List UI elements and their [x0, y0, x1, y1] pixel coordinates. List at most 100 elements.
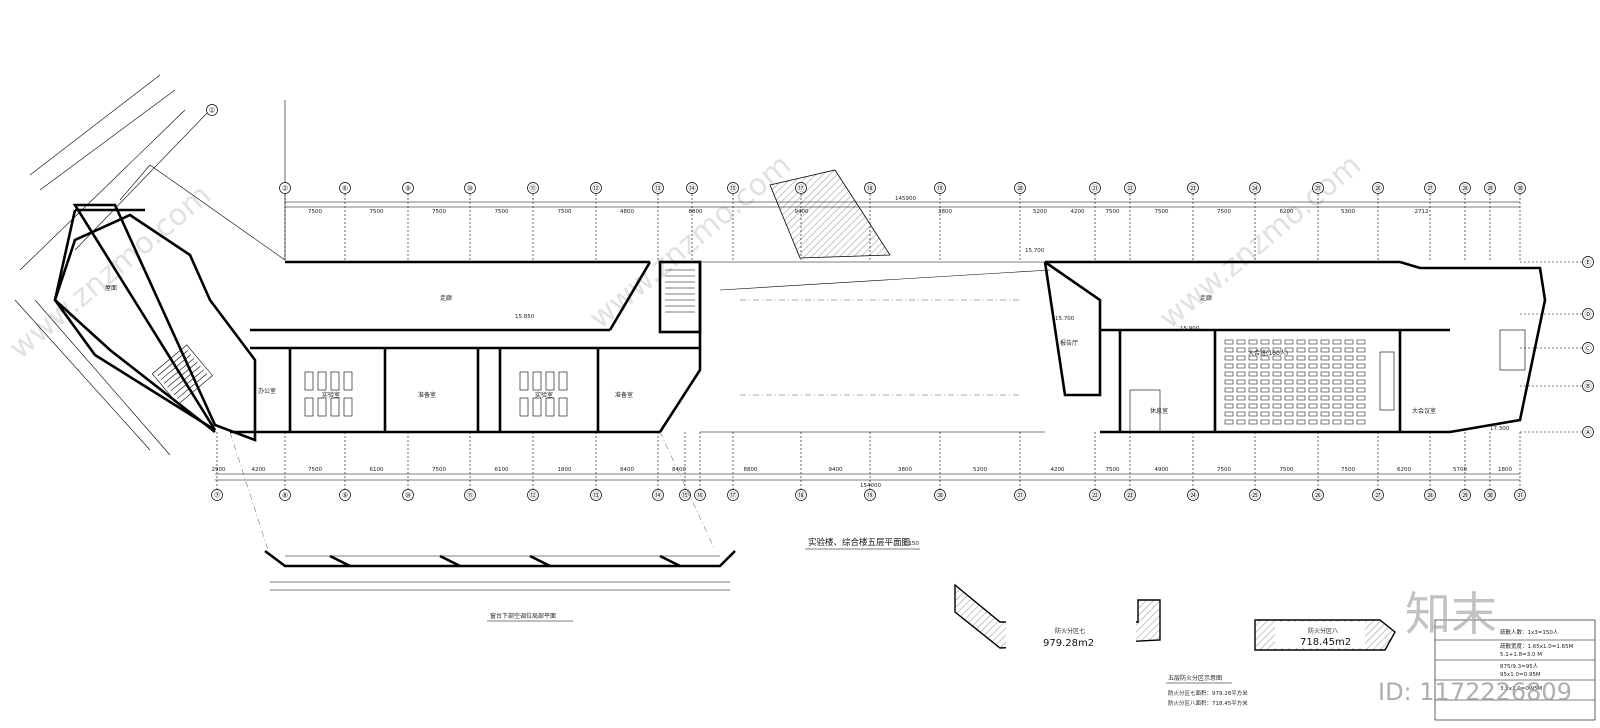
axis-top-19: ㉖	[1375, 185, 1382, 193]
auditorium-seat-5	[1284, 339, 1294, 345]
auditorium-seat-111	[1260, 411, 1270, 417]
axis-bottom-24-circle	[1514, 489, 1526, 501]
axis-bottom-9: ⑯	[697, 492, 704, 500]
axis-top-23-circle	[1514, 182, 1526, 194]
auditorium-seat-72	[1224, 387, 1234, 393]
auditorium-seat-73	[1236, 387, 1246, 393]
fire-zone-note-7: 防火分区七面积：979.28平方米	[1168, 689, 1248, 697]
axis-bottom-7-circle	[652, 489, 664, 501]
auditorium-seat-25	[1236, 355, 1246, 361]
auditorium-seat-6	[1296, 339, 1306, 345]
auditorium-seat-96	[1224, 403, 1234, 409]
axis-top-7: ⑬	[655, 185, 662, 193]
auditorium-seat-10	[1344, 339, 1354, 345]
auditorium-seat-126	[1296, 419, 1306, 425]
axis-bottom-15: ㉒	[1092, 492, 1099, 500]
dim-bottom-12: 5200	[973, 467, 987, 473]
auditorium-seat-87	[1260, 395, 1270, 401]
axis-top-18: ㉕	[1315, 185, 1322, 193]
auditorium-seat-50	[1248, 371, 1258, 377]
auditorium-seat-118	[1344, 411, 1354, 417]
axis-bottom-12-circle	[864, 489, 876, 501]
auditorium-seat-21	[1332, 347, 1342, 353]
auditorium-seat-105	[1332, 403, 1342, 409]
auditorium-seat-71	[1356, 379, 1366, 385]
auditorium-seat-62	[1248, 379, 1258, 385]
dim-bottom-4: 7500	[432, 467, 446, 473]
auditorium-seat-53	[1284, 371, 1294, 377]
overall-dim-bottom: 154000	[860, 483, 881, 489]
axis-bottom-4: ⑪	[467, 492, 474, 500]
auditorium-seat-12	[1224, 347, 1234, 353]
axis-top-15: ㉒	[1127, 185, 1134, 193]
auditorium-seat-100	[1272, 403, 1282, 409]
axis-bottom-14: ㉑	[1017, 492, 1024, 500]
axis-top-12-circle	[934, 182, 946, 194]
auditorium-seat-52	[1272, 371, 1282, 377]
auditorium-seat-26	[1248, 355, 1258, 361]
auditorium-seat-80	[1320, 387, 1330, 393]
dim-top-2: 7500	[432, 209, 446, 215]
room-label-meeting: 大会议室	[1412, 407, 1436, 415]
auditorium-seat-30	[1296, 355, 1306, 361]
auditorium-seat-35	[1356, 355, 1366, 361]
dim-top-14: 6200	[1280, 209, 1294, 215]
fire-zone-7-label: 防火分区七	[1055, 627, 1085, 635]
dim-bottom-16: 7500	[1217, 467, 1231, 473]
stair-core-14	[665, 269, 695, 313]
auditorium-seat-43	[1308, 363, 1318, 369]
axis-right-4: Ⓐ	[1585, 429, 1592, 437]
auditorium-seat-128	[1320, 419, 1330, 425]
auditorium-seat-93	[1332, 395, 1342, 401]
axis-top-22-circle	[1484, 182, 1496, 194]
axis-top-18-circle	[1312, 182, 1324, 194]
auditorium-seat-107	[1356, 403, 1366, 409]
auditorium-seat-13	[1236, 347, 1246, 353]
main-title: 实验楼、综合楼五层平面图	[808, 537, 910, 548]
dim-top-1: 7500	[370, 209, 384, 215]
watermark-site-2: www.znzmo.com	[583, 148, 798, 337]
auditorium-seat-120	[1224, 419, 1234, 425]
axis-bottom-2: ⑨	[342, 492, 348, 500]
main-block-left	[230, 260, 702, 434]
dim-bottom-18: 7500	[1341, 467, 1355, 473]
auditorium-seats	[1224, 339, 1366, 425]
axis-top-20: ㉗	[1427, 185, 1434, 193]
auditorium-seat-122	[1248, 419, 1258, 425]
axis-bottom-2-circle	[339, 489, 351, 501]
dim-top-4: 7500	[558, 209, 572, 215]
dim-bottom-21: 1800	[1498, 467, 1512, 473]
diagram-title: 五层防火分区示意图	[1168, 674, 1222, 682]
auditorium-seat-121	[1236, 419, 1246, 425]
auditorium-seat-55	[1308, 371, 1318, 377]
axis-top-10-circle	[795, 182, 807, 194]
elevation-5: 15.900	[1180, 326, 1200, 332]
dim-bottom-10: 9400	[829, 467, 843, 473]
auditorium-seat-131	[1356, 419, 1366, 425]
auditorium-seat-51	[1260, 371, 1270, 377]
auditorium-seat-81	[1332, 387, 1342, 393]
auditorium-seat-119	[1356, 411, 1366, 417]
auditorium-seat-17	[1284, 347, 1294, 353]
auditorium-seat-40	[1272, 363, 1282, 369]
axis-bottom-9-circle	[694, 489, 706, 501]
auditorium-seat-63	[1260, 379, 1270, 385]
room-label-prep-2: 准备室	[615, 391, 633, 399]
auditorium-seat-78	[1296, 387, 1306, 393]
axis-top-1: ②	[282, 185, 288, 193]
auditorium-seat-108	[1224, 411, 1234, 417]
auditorium-seat-114	[1296, 411, 1306, 417]
fire-zone-notes: 五层防火分区示意图 防火分区七面积：979.28平方米 防火分区八面积：718.…	[1166, 674, 1248, 707]
auditorium-seat-92	[1320, 395, 1330, 401]
auditorium-seat-112	[1272, 411, 1282, 417]
axis-bottom-3: ⑩	[405, 492, 411, 500]
dim-top-11: 7500	[1106, 209, 1120, 215]
axis-bottom-23: ㉚	[1487, 492, 1494, 500]
axis-top-1-circle	[279, 182, 291, 194]
auditorium-seat-106	[1344, 403, 1354, 409]
dim-top-6: 8800	[689, 209, 703, 215]
dim-bottom-17: 7500	[1280, 467, 1294, 473]
sub-plan-title: 窗台下部空调位局部平面	[490, 612, 556, 620]
